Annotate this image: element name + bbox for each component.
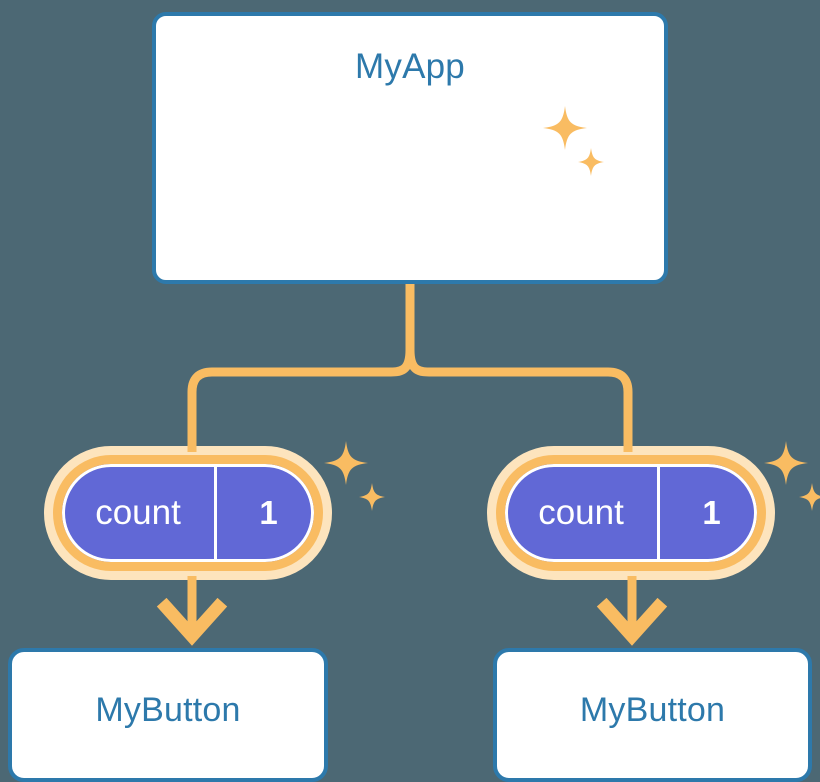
child-left-state-pill-key: count [95,493,181,532]
button-card-right-title: MyButton [579,691,726,729]
app-card-title: MyApp [355,47,465,86]
button-card-left-title: MyButton [95,691,241,729]
child-left-state-pill: count 1 [44,446,332,580]
connector-branch-left [187,349,415,452]
app-card: MyApp [152,12,668,284]
child-right-state-pill-body: count 1 [496,455,766,571]
child-left-state-pill-value: 1 [214,464,314,562]
child-right-state-pill-key: count [538,493,624,532]
button-card-left: MyButton [8,648,328,782]
child-right-state-pill-value: 1 [657,464,757,562]
button-card-right: MyButton [493,648,812,782]
arrow-head-right [596,597,668,646]
connector-branch-right [405,349,633,452]
child-right-state-pill: count 1 [487,446,775,580]
arrow-head-left [156,597,228,646]
child-left-state-pill-body: count 1 [53,455,323,571]
